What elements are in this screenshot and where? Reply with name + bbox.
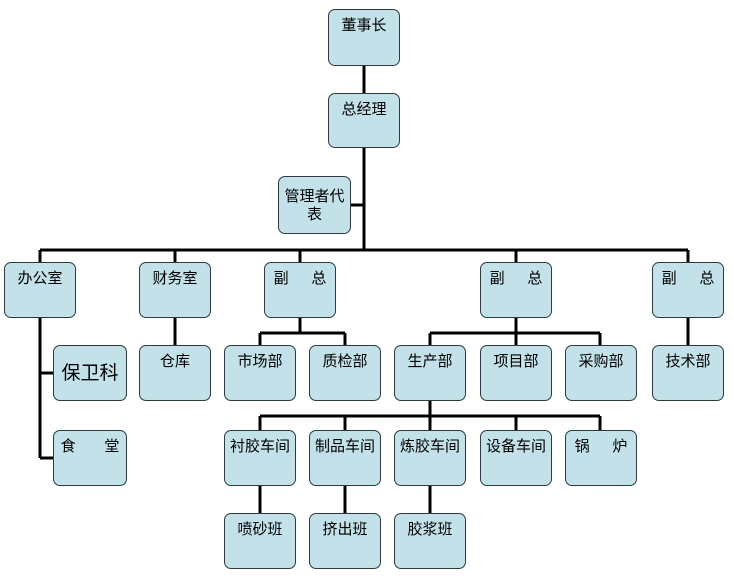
node-extrusion-label: 挤出班: [322, 520, 368, 538]
node-purchasing: 采购部: [565, 345, 637, 401]
node-warehouse-label: 仓库: [159, 352, 190, 370]
node-mixing-label: 炼胶车间: [399, 437, 460, 455]
node-technology: 技术部: [652, 345, 724, 401]
node-finance-label: 财务室: [152, 269, 198, 287]
node-warehouse: 仓库: [139, 345, 211, 401]
node-vice-president-1: 副 总: [264, 262, 336, 318]
node-chairman-label: 董事长: [341, 16, 387, 34]
node-vice-president-2: 副 总: [480, 262, 552, 318]
node-production-label: 生产部: [407, 352, 453, 370]
node-project: 项目部: [480, 345, 552, 401]
node-qc-label: 质检部: [322, 352, 368, 370]
node-project-label: 项目部: [493, 352, 539, 370]
node-gm-label: 总经理: [341, 100, 387, 118]
node-vp3-label: 副 总: [661, 269, 715, 287]
node-lining-label: 衬胶车间: [229, 437, 290, 455]
node-office: 办公室: [4, 262, 76, 318]
node-canteen: 食 堂: [53, 430, 127, 486]
node-general-manager: 总经理: [328, 93, 400, 148]
node-quality-control: 质检部: [309, 345, 381, 401]
node-mgmt-rep-label: 管理者代表: [284, 187, 345, 223]
node-equipment-workshop: 设备车间: [480, 430, 552, 486]
node-tech-label: 技术部: [665, 352, 711, 370]
node-lining-workshop: 衬胶车间: [224, 430, 296, 486]
node-market-label: 市场部: [237, 352, 283, 370]
node-management-representative: 管理者代表: [278, 176, 351, 234]
node-canteen-label: 食 堂: [60, 437, 120, 455]
node-vp1-label: 副 总: [273, 269, 327, 287]
node-finance: 财务室: [139, 262, 211, 318]
node-slurry-team: 胶浆班: [394, 513, 466, 569]
node-security: 保卫科: [53, 345, 127, 401]
node-boiler: 锅 炉: [565, 430, 637, 486]
node-products-workshop: 制品车间: [309, 430, 381, 486]
node-slurry-label: 胶浆班: [407, 520, 453, 538]
node-vp2-label: 副 总: [489, 269, 543, 287]
node-security-label: 保卫科: [61, 362, 119, 384]
node-market: 市场部: [224, 345, 296, 401]
node-chairman: 董事长: [328, 9, 400, 66]
node-vice-president-3: 副 总: [652, 262, 724, 318]
node-boiler-label: 锅 炉: [574, 437, 628, 455]
node-blasting-label: 喷砂班: [237, 520, 283, 538]
node-products-label: 制品车间: [314, 437, 375, 455]
node-equipment-label: 设备车间: [485, 437, 546, 455]
node-extrusion-team: 挤出班: [309, 513, 381, 569]
node-office-label: 办公室: [17, 269, 63, 287]
node-production: 生产部: [394, 345, 466, 401]
node-blasting-team: 喷砂班: [224, 513, 296, 569]
node-purchase-label: 采购部: [578, 352, 624, 370]
node-mixing-workshop: 炼胶车间: [394, 430, 466, 486]
